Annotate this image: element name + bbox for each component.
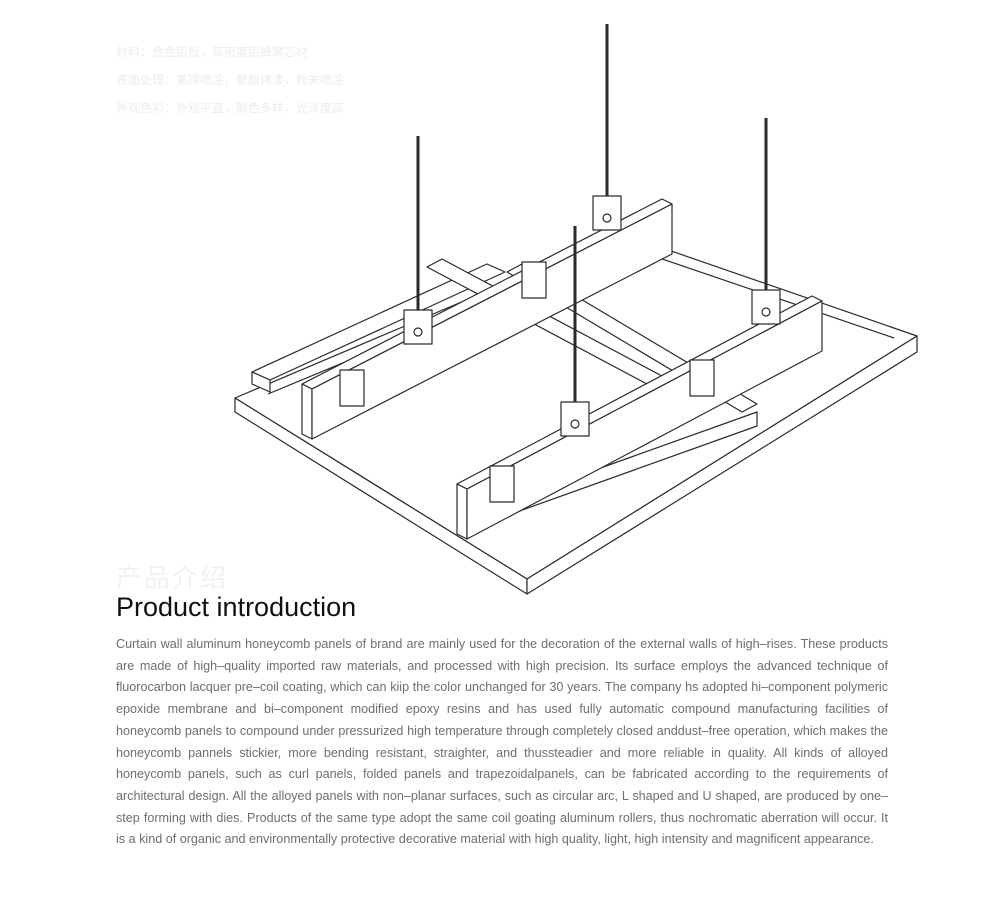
runner-left-end bbox=[251, 371, 271, 393]
connector-4 bbox=[689, 359, 715, 397]
hanger-clip-1 bbox=[403, 309, 433, 345]
spec-line-surface: 表面处理：氟碳喷涂，聚酯烤漆，粉末喷涂 bbox=[116, 73, 345, 87]
clip-bolt-2 bbox=[602, 213, 612, 223]
connector-3 bbox=[489, 465, 515, 503]
section-title-cn: 产品介绍 bbox=[116, 563, 229, 593]
carrier-back-face bbox=[311, 203, 673, 440]
spec-line-material: 材料：合金铝板，高密度铝蜂窝芯材 bbox=[116, 45, 309, 59]
spec-lines: 材料：合金铝板，高密度铝蜂窝芯材 表面处理：氟碳喷涂，聚酯烤漆，粉末喷涂 外观色… bbox=[116, 38, 376, 122]
connector-2 bbox=[521, 261, 547, 299]
clip-bolt-4 bbox=[570, 419, 580, 429]
clip-bolt-3 bbox=[761, 307, 771, 317]
connector-1 bbox=[339, 369, 365, 407]
section-title: Product introduction bbox=[116, 592, 357, 622]
clip-bolt-1 bbox=[413, 327, 423, 337]
hanger-clip-4 bbox=[560, 401, 590, 437]
product-description: Curtain wall aluminum honeycomb panels o… bbox=[116, 637, 888, 847]
hanger-clip-3 bbox=[751, 289, 781, 325]
panel-front-edge bbox=[526, 335, 918, 595]
assembly-drawing-icon bbox=[234, 24, 918, 595]
ceiling-suspension-drawing bbox=[222, 14, 922, 604]
carrier-back-left bbox=[301, 383, 313, 440]
hanger-clip-2 bbox=[592, 195, 622, 231]
carrier-front-left bbox=[456, 483, 468, 540]
spec-line-color: 外观色彩：外观平直，颜色多样，光泽度高 bbox=[116, 101, 345, 115]
